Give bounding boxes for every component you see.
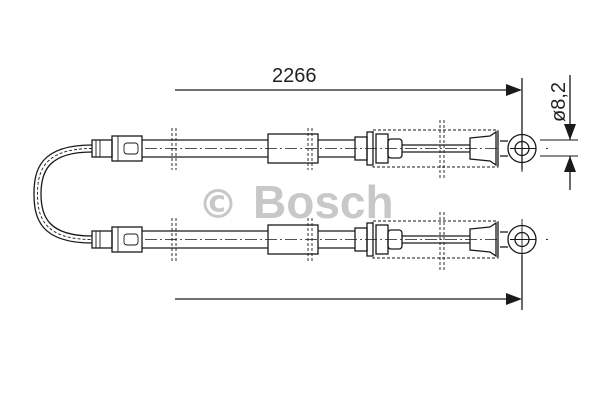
bottom-length-dimension: [175, 255, 523, 310]
cable-loop: [33, 144, 93, 244]
length-dimension: 2266: [175, 65, 523, 170]
watermark-brand: Bosch: [253, 176, 394, 228]
upper-cable: [91, 120, 548, 178]
lower-cable: [91, 212, 548, 270]
watermark: © Bosch: [198, 176, 394, 228]
diameter-dimension: ø8,2: [540, 75, 578, 190]
diameter-label: ø8,2: [548, 82, 570, 122]
copyright-symbol: ©: [198, 182, 238, 228]
length-label: 2266: [272, 65, 317, 87]
